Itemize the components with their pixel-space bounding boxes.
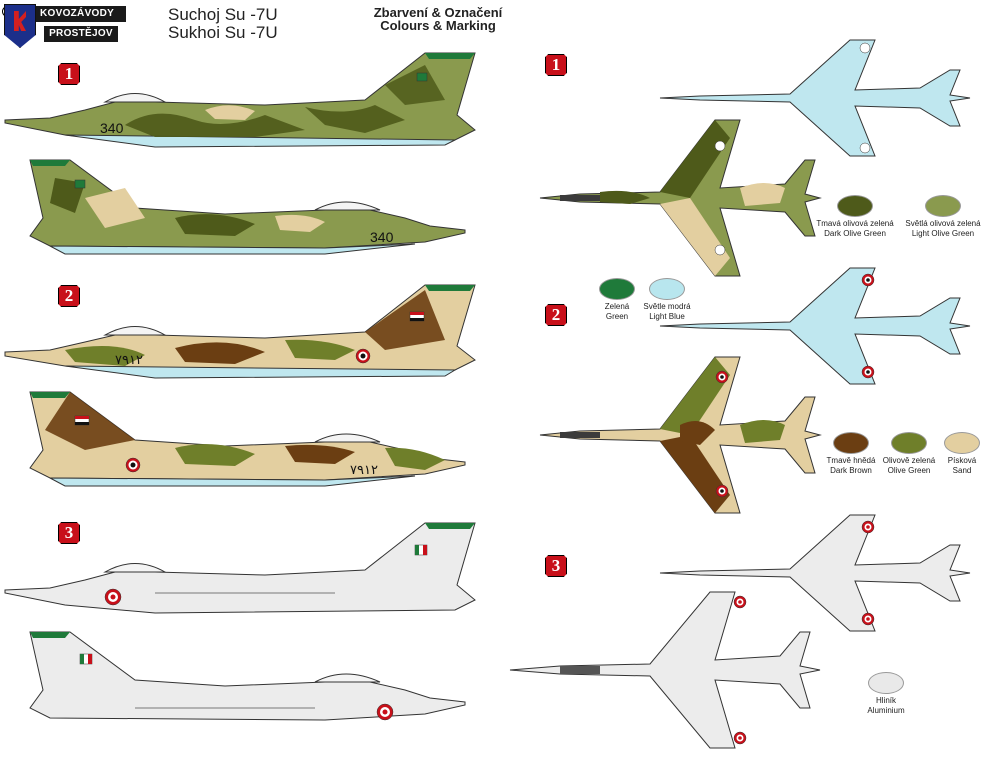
scheme-number-badge: 3 — [58, 522, 80, 544]
aircraft-side-view-scheme2-right: ٧٩١٢ — [29, 391, 466, 487]
aircraft-top-view-scheme3 — [509, 591, 821, 749]
brand-logo: ® KOVOZÁVODY PROSTĚJOV — [2, 4, 126, 48]
swatch-label-en: Aluminium — [867, 706, 905, 715]
color-swatch: Světlá olivová zelená Light Olive Green — [898, 195, 988, 239]
aircraft-underside-view-scheme2 — [659, 267, 971, 385]
swatch-chip — [925, 195, 961, 217]
brand-top-text: KOVOZÁVODY — [36, 6, 126, 22]
scheme-number-badge: 3 — [545, 555, 567, 577]
color-swatch: Tmavě hnědá Dark Brown — [823, 432, 879, 476]
color-swatch: Zelená Green — [592, 278, 642, 322]
aircraft-top-view-scheme1 — [539, 119, 822, 277]
scheme-number-badge: 2 — [58, 285, 80, 307]
swatch-label-cz: Tmavě hnědá — [826, 456, 876, 465]
swatch-chip — [649, 278, 685, 300]
aircraft-underside-view-scheme1 — [659, 39, 971, 157]
brand-bottom-text: PROSTĚJOV — [44, 26, 118, 42]
swatch-label-en: Green — [605, 312, 629, 321]
swatch-label-en: Sand — [952, 466, 972, 475]
swatch-label-en: Light Olive Green — [911, 229, 975, 238]
color-swatch: Světle modrá Light Blue — [640, 278, 694, 322]
color-swatch: Písková Sand — [938, 432, 986, 476]
aircraft-code-label: 340 — [370, 229, 394, 245]
brand-shield-icon — [4, 4, 36, 48]
aircraft-code-label: ٧٩١٢ — [350, 463, 378, 478]
scheme-number-badge: 1 — [545, 54, 567, 76]
swatch-label-en: Light Blue — [649, 312, 685, 321]
aircraft-top-view-scheme2 — [539, 356, 822, 514]
swatch-label-cz: Světlá olivová zelená — [905, 219, 981, 228]
swatch-label-cz: Tmavá olivová zelená — [816, 219, 894, 228]
aircraft-code-label: 340 — [100, 120, 124, 136]
aircraft-side-view-scheme3-right — [29, 631, 466, 721]
subtitle-czech: Zbarvení & Označení — [373, 5, 503, 20]
color-swatch: Hliník Aluminium — [856, 672, 916, 716]
scheme-number-badge: 1 — [58, 63, 80, 85]
swatch-label-en: Dark Brown — [830, 466, 872, 475]
color-swatch: Tmavá olivová zelená Dark Olive Green — [815, 195, 895, 239]
swatch-label-cz: Olivově zelená — [882, 456, 936, 465]
swatch-label-cz: Světle modrá — [643, 302, 691, 311]
page-title-czech: Suchoj Su -7U — [168, 5, 278, 24]
swatch-label-en: Olive Green — [887, 466, 931, 475]
swatch-chip — [599, 278, 635, 300]
swatch-chip — [837, 195, 873, 217]
page-title-english: Sukhoi Su -7U — [168, 23, 278, 42]
color-swatch: Olivově zelená Olive Green — [879, 432, 939, 476]
swatch-label-cz: Zelená — [604, 302, 630, 311]
aircraft-side-view-scheme1-left: 340 — [4, 52, 476, 148]
swatch-label-en: Dark Olive Green — [824, 229, 886, 238]
aircraft-code-label: ٧٩١٢ — [115, 353, 143, 368]
swatch-label-cz: Písková — [947, 456, 977, 465]
subtitle-english: Colours & Marking — [380, 18, 496, 33]
swatch-chip — [944, 432, 980, 454]
aircraft-side-view-scheme1-right: 340 — [29, 159, 466, 255]
aircraft-side-view-scheme2-left: ٧٩١٢ — [4, 284, 476, 379]
swatch-label-cz: Hliník — [875, 696, 896, 705]
scheme-number-badge: 2 — [545, 304, 567, 326]
swatch-chip — [891, 432, 927, 454]
aircraft-underside-view-scheme3 — [659, 514, 971, 632]
aircraft-side-view-scheme3-left — [4, 522, 476, 614]
swatch-chip — [868, 672, 904, 694]
swatch-chip — [833, 432, 869, 454]
